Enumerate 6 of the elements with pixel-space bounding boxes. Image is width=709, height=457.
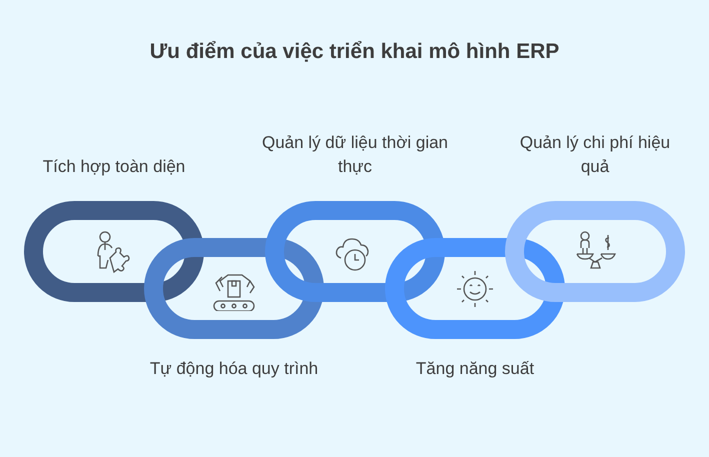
benefit-label: Tự động hóa quy trình: [148, 358, 320, 380]
diagram-title: Ưu điểm của việc triển khai mô hình ERP: [148, 40, 560, 64]
benefit-label: Quản lý chi phí hiệu quả: [518, 132, 672, 178]
benefit-label: Quản lý dữ liệu thời gian thực: [260, 132, 450, 178]
benefit-label: Tích hợp toàn diện: [42, 156, 186, 178]
benefit-label: Tăng năng suất: [414, 358, 536, 380]
